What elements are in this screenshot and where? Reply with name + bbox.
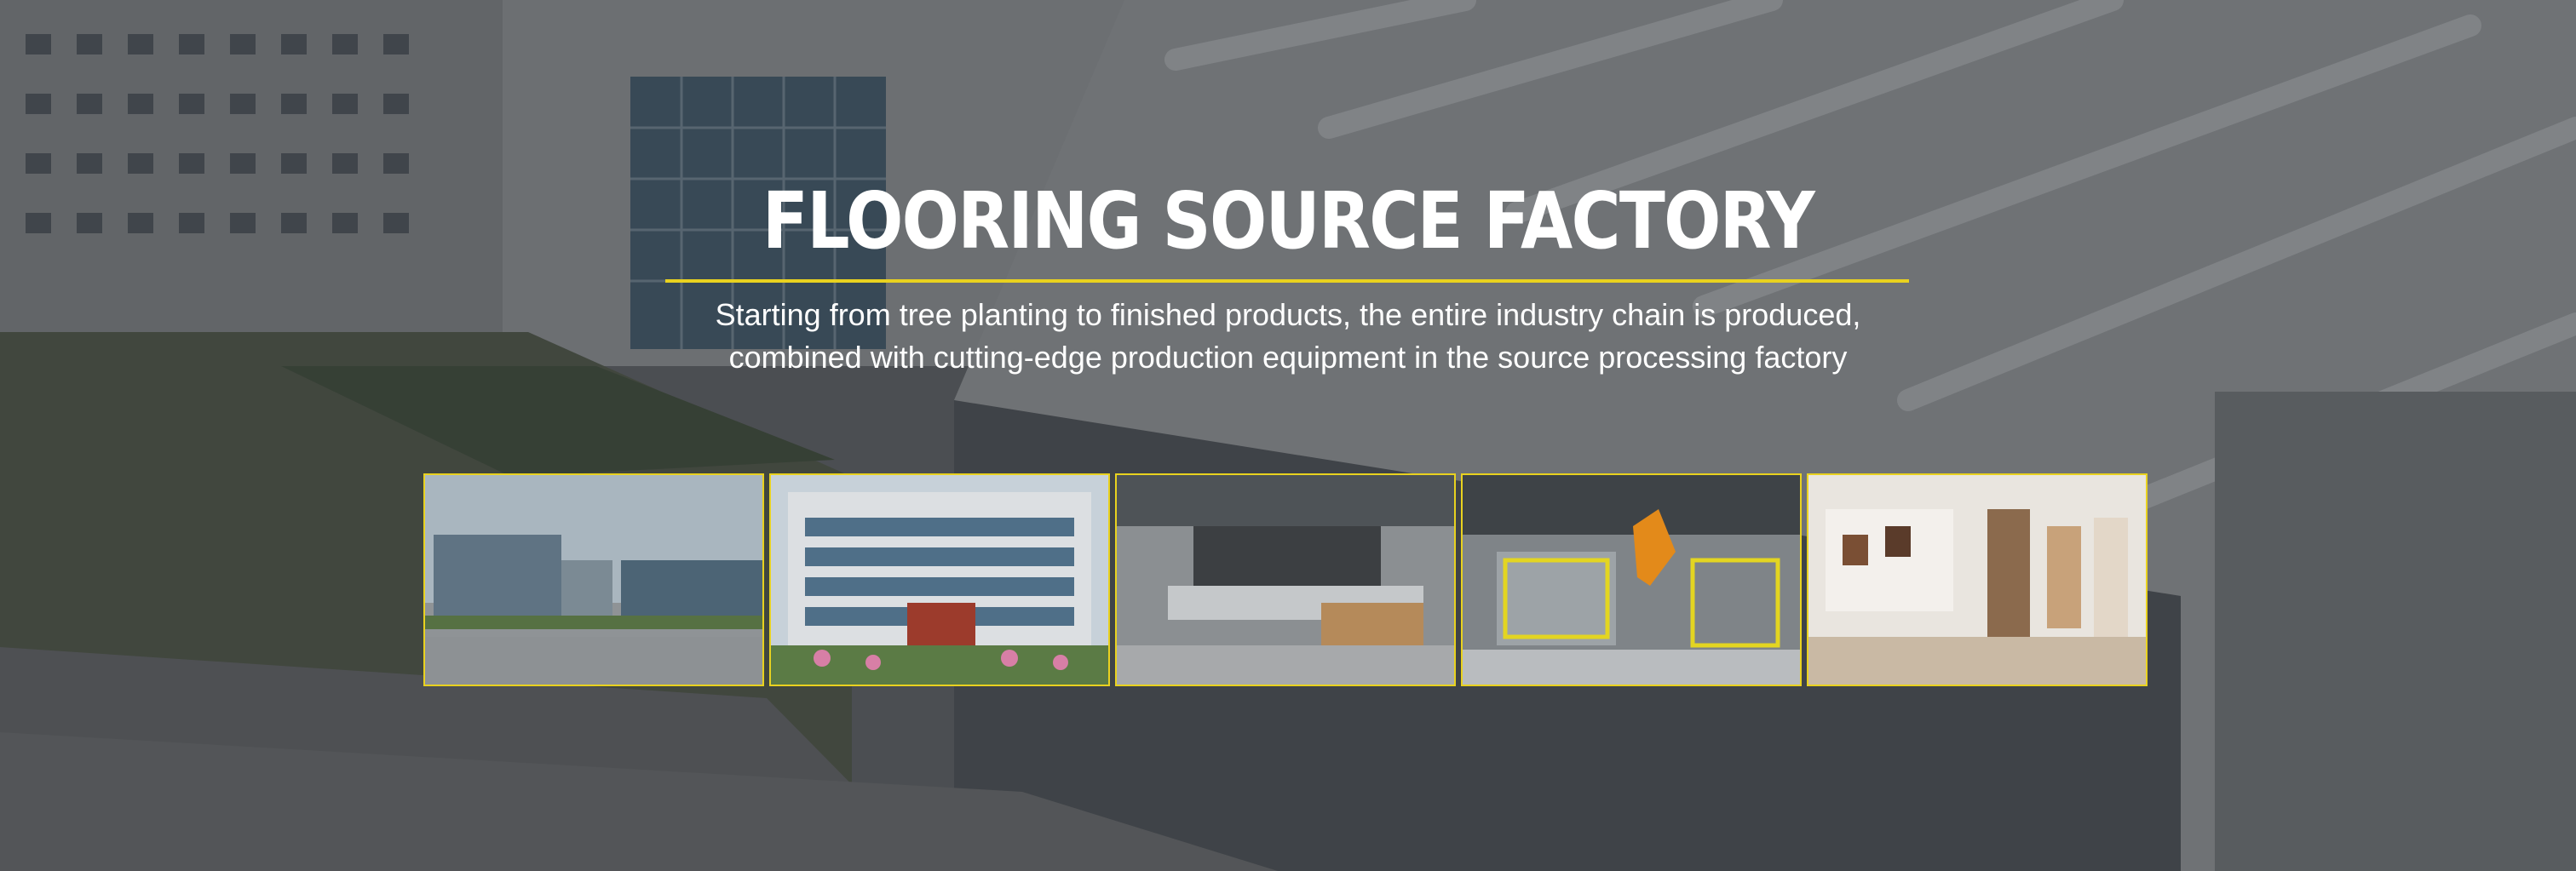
page-subtitle: Starting from tree planting to finished … [0, 294, 2576, 379]
subtitle-line-2: combined with cutting-edge production eq… [728, 340, 1848, 375]
gallery-thumb-production-line[interactable] [1115, 473, 1456, 686]
robotic-arm-workshop-photo-icon [1463, 475, 1800, 685]
subtitle-line-1: Starting from tree planting to finished … [715, 297, 1861, 332]
showroom-photo-icon [1808, 475, 2146, 685]
factory-exterior-photo-icon [425, 475, 762, 685]
factory-photo-gallery [423, 473, 2153, 686]
gallery-thumb-robotic-workshop[interactable] [1461, 473, 1802, 686]
gallery-thumb-showroom[interactable] [1807, 473, 2148, 686]
gallery-thumb-factory-exterior[interactable] [423, 473, 764, 686]
title-underline [665, 279, 1909, 283]
office-building-photo-icon [771, 475, 1108, 685]
page-title: FLOORING SOURCE FACTORY [762, 175, 1815, 266]
production-line-photo-icon [1117, 475, 1454, 685]
gallery-thumb-office-building[interactable] [769, 473, 1110, 686]
